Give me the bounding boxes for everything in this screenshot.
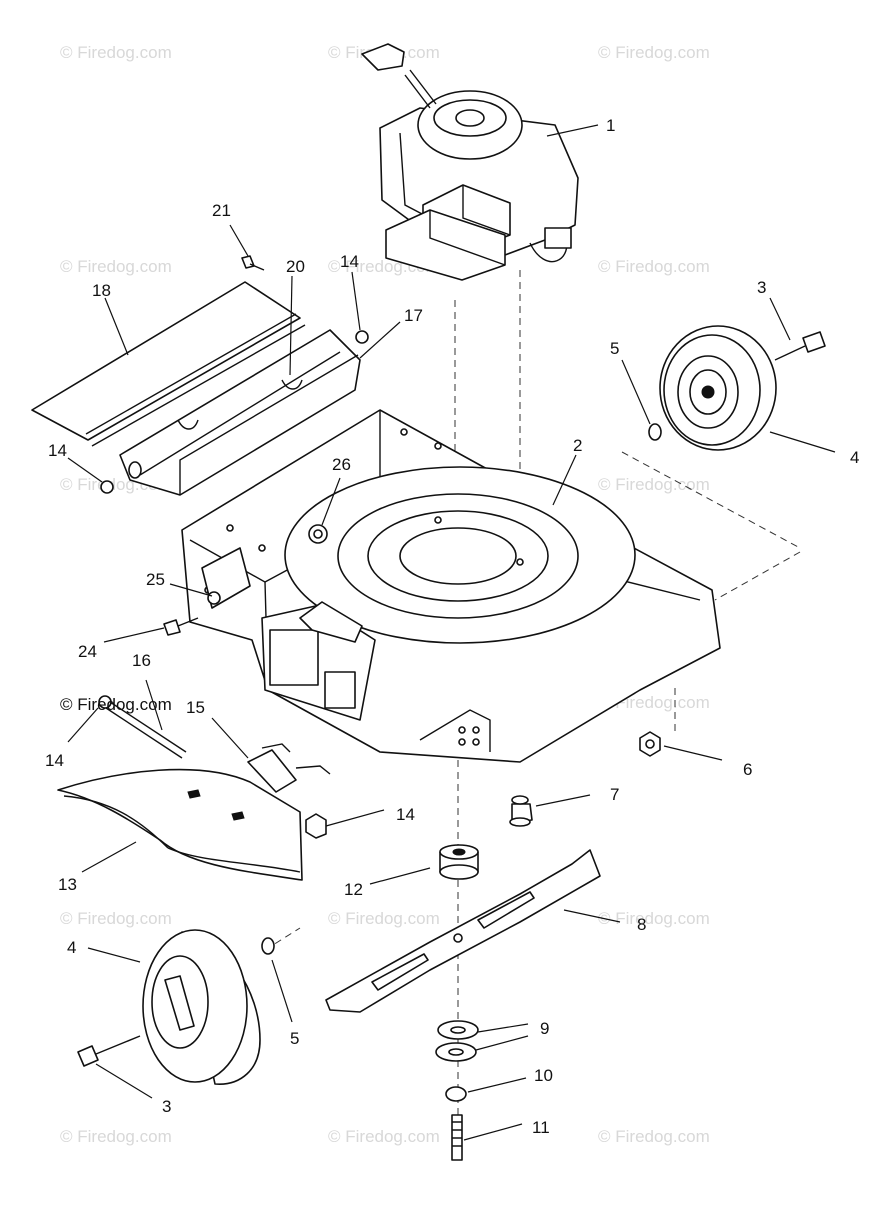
callout-1: 1 [606,116,615,135]
pin-16 [98,695,187,759]
callout-6: 6 [743,760,752,779]
callout-14: 14 [45,751,64,770]
callout-17: 17 [404,306,423,325]
callout-14: 14 [340,252,359,271]
bolt-3-lower [77,1035,141,1067]
washer-5-lower [261,937,275,955]
chute-hinge [299,601,363,643]
bolt-24 [163,617,199,636]
callout-10: 10 [534,1066,553,1085]
nut-6 [639,731,661,757]
callout-4: 4 [67,938,76,957]
watermark: © Firedog.com [328,1127,440,1146]
callout-5: 5 [290,1029,299,1048]
callout-7: 7 [610,785,619,804]
callout-21: 21 [212,201,231,220]
bolt-3-upper [774,331,826,361]
watermark: © Firedog.com [598,257,710,276]
nut-26 [308,524,328,544]
callout-15: 15 [186,698,205,717]
bolt-7 [509,795,533,827]
nut-14-upper [355,330,369,344]
wheel-4-upper [659,325,777,451]
washer-5-upper [648,423,662,441]
mower-deck [181,409,721,763]
rear-shield [31,281,306,447]
blade-bolt [451,1114,463,1161]
blade-washers [435,1020,479,1062]
callout-25: 25 [146,570,165,589]
callout-9: 9 [540,1019,549,1038]
callout-14: 14 [396,805,415,824]
callout-3: 3 [757,278,766,297]
lock-washer [445,1086,467,1102]
watermark: © Firedog.com [598,43,710,62]
spring-15 [247,743,331,793]
watermark: © Firedog.com [60,1127,172,1146]
engine [361,43,579,281]
watermark: © Firedog.com [598,909,710,928]
watermark: © Firedog.com [328,909,440,928]
screw-21 [241,255,265,271]
nut-14-chute [305,813,327,839]
callout-24: 24 [78,642,97,661]
callout-11: 11 [532,1118,550,1137]
watermark: © Firedog.com [60,909,172,928]
watermark: © Firedog.com [60,257,172,276]
copyright-notice: © Firedog.com [60,695,172,714]
nut-14-left [100,480,114,494]
callout-13: 13 [58,875,77,894]
blade [325,849,601,1013]
callout-26: 26 [332,455,351,474]
discharge-chute [57,768,303,881]
callout-4: 4 [850,448,859,467]
callout-8: 8 [637,915,646,934]
hinge-bracket [119,329,361,496]
blade-adapter [439,844,479,880]
callout-16: 16 [132,651,151,670]
callout-20: 20 [286,257,305,276]
callout-5: 5 [610,339,619,358]
watermark: © Firedog.com [60,43,172,62]
watermark: © Firedog.com [598,1127,710,1146]
callout-2: 2 [573,436,582,455]
callout-18: 18 [92,281,111,300]
wheel-4-lower [142,929,261,1085]
callout-3: 3 [162,1097,171,1116]
watermark: © Firedog.com [598,475,710,494]
callout-12: 12 [344,880,363,899]
callout-14: 14 [48,441,67,460]
